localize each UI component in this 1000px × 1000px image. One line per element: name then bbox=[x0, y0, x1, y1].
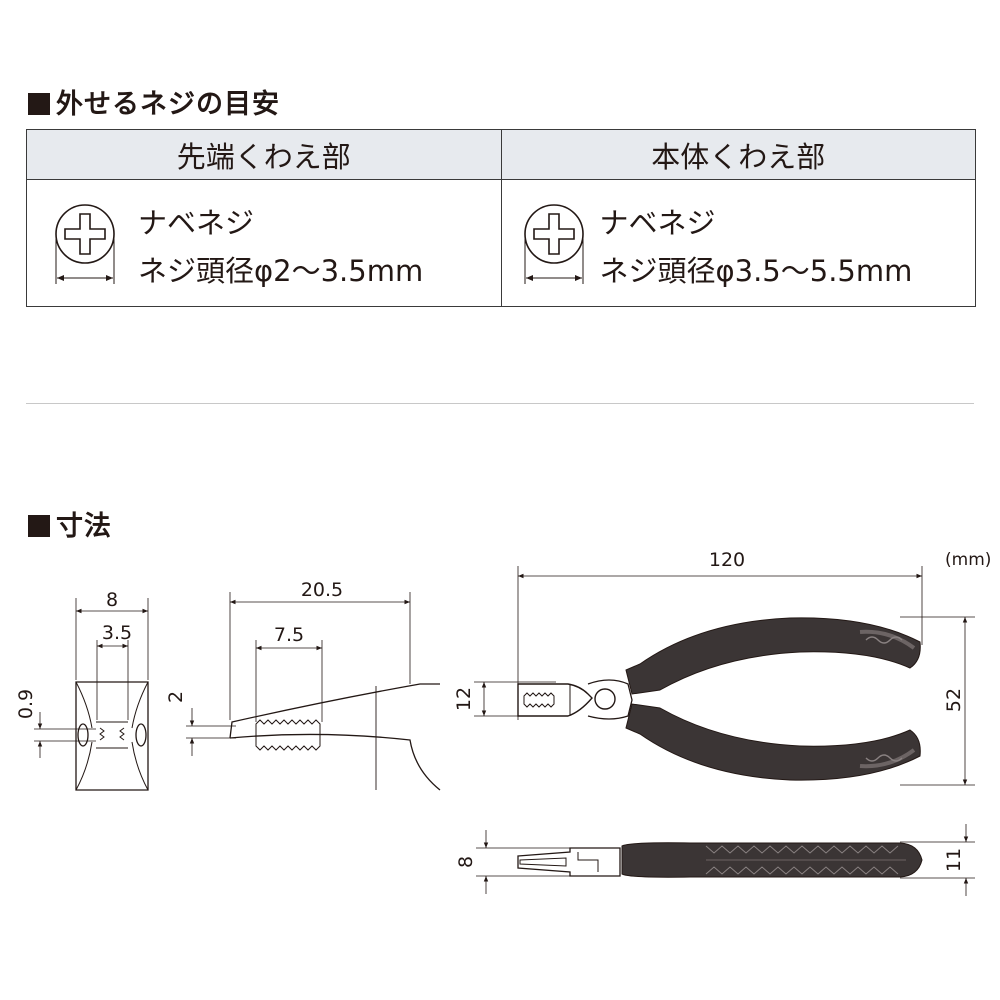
handle-span-label: 52 bbox=[943, 688, 965, 712]
tip-side-view bbox=[186, 592, 441, 791]
overall-length-label: 120 bbox=[709, 549, 745, 571]
tip-length-label: 20.5 bbox=[301, 579, 343, 601]
tip-inner-width-label: 3.5 bbox=[102, 622, 132, 644]
tip-outer-width-label: 8 bbox=[106, 589, 118, 611]
screw-guide-title: 外せるネジの目安 bbox=[56, 89, 280, 120]
square-bullet-icon bbox=[28, 515, 50, 537]
dimensions-title: 寸法 bbox=[56, 511, 112, 542]
jaw-opening-label: 12 bbox=[453, 687, 475, 711]
unit-label: (mm) bbox=[945, 550, 991, 570]
tip-height-label: 2 bbox=[165, 691, 187, 703]
head-thickness-label: 8 bbox=[455, 856, 477, 868]
tip-grip-header: 先端くわえ部 bbox=[26, 129, 502, 180]
tip-screw-diameter: ネジ頭径φ2～3.5mm bbox=[138, 254, 424, 288]
dimensions-heading: 寸法 bbox=[28, 504, 112, 543]
plier-side-view bbox=[476, 824, 975, 896]
body-screw-diameter: ネジ頭径φ3.5～5.5mm bbox=[599, 254, 913, 288]
serration-length-label: 7.5 bbox=[274, 624, 304, 646]
section-divider bbox=[26, 403, 974, 404]
tip-gap-label: 0.9 bbox=[15, 689, 37, 719]
tip-screw-type: ナベネジ bbox=[138, 206, 255, 240]
tip-end-view bbox=[34, 598, 149, 791]
handle-thickness-label: 11 bbox=[943, 848, 965, 872]
body-grip-header: 本体くわえ部 bbox=[500, 129, 976, 180]
phillips-screw-icon bbox=[55, 204, 115, 284]
square-bullet-icon bbox=[28, 93, 50, 115]
body-screw-type: ナベネジ bbox=[599, 206, 716, 240]
screw-guide-heading: 外せるネジの目安 bbox=[28, 82, 280, 121]
tip-grip-cell: ナベネジ ネジ頭径φ2～3.5mm bbox=[26, 179, 502, 307]
phillips-screw-icon bbox=[523, 204, 584, 284]
screw-guide-table: 先端くわえ部 本体くわえ部 ナベネジ ネジ頭径φ2～3.5mm bbox=[26, 129, 976, 307]
body-grip-cell: ナベネジ ネジ頭径φ3.5～5.5mm bbox=[500, 179, 976, 307]
plier-top-view bbox=[474, 566, 975, 786]
